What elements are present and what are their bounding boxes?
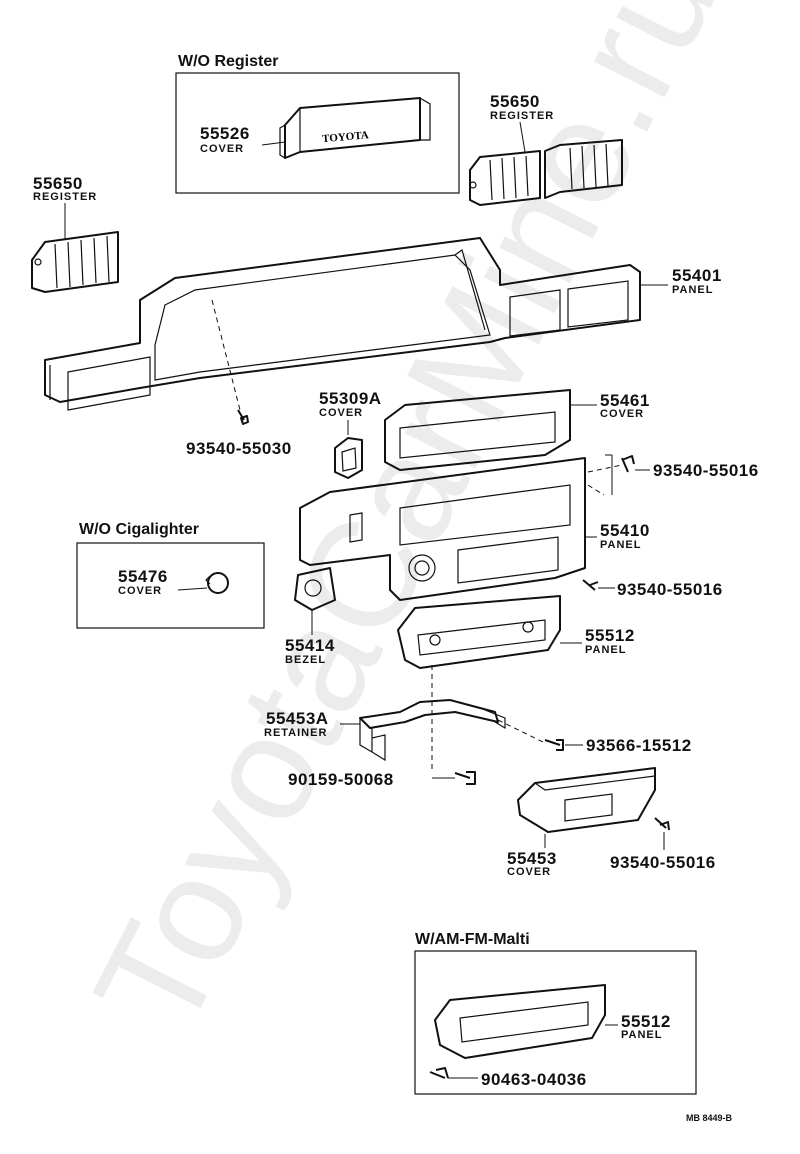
part-number: 90159-50068 [288,770,394,789]
part-name: PANEL [585,644,627,656]
part-55401-panel-shape [44,237,641,411]
part-name: COVER [507,866,552,878]
part-number: 55410 [600,521,650,540]
part-55309a-cover-shape [334,437,363,479]
part-name: REGISTER [33,191,98,203]
part-number: 90463-04036 [481,1070,587,1089]
leader-lines [64,121,668,1079]
part-number: 55650 [33,174,83,193]
wo-cigalighter-box [76,542,265,629]
part-number: 55461 [600,391,650,410]
part-number: 55650 [490,92,540,111]
part-55512-panel-multi-shape [434,984,606,1059]
part-number: 55401 [672,266,722,285]
part-number: 93540-55016 [617,580,723,599]
part-number: 93566-15512 [586,736,692,755]
w-am-fm-multi-box [414,950,697,1095]
group-title-w-am-fm-multi: W/AM-FM-Malti [415,931,530,948]
part-55453-cover-shape [517,767,656,833]
part-number: 55453 [507,849,557,868]
part-number: 93540-55030 [186,439,292,458]
part-55414-bezel-shape [294,567,336,611]
part-number: 93540-55016 [610,853,716,872]
part-number: 93540-55016 [653,461,759,480]
part-55453a-retainer-shape [359,699,506,762]
part-name: REGISTER [490,110,555,122]
part-number: 55414 [285,636,335,655]
part-55476-cover-shape [205,572,229,594]
part-number: 55309A [319,389,382,408]
part-name: RETAINER [264,727,328,739]
part-name: PANEL [621,1029,663,1041]
part-number: 55526 [200,124,250,143]
drawing-id: MB 8449-B [686,1113,733,1123]
part-55512-panel-shape [397,595,561,669]
part-55461-cover-shape [384,389,571,471]
part-number: 55476 [118,567,168,586]
screw-icons [237,409,670,1079]
part-name: PANEL [600,539,642,551]
part-name: BEZEL [285,654,327,666]
toyota-emboss: TOYOTA [322,129,370,145]
part-number: 55512 [621,1012,671,1031]
part-name: COVER [118,585,163,597]
part-55650-register-left-shape [31,231,119,293]
part-name: COVER [600,408,645,420]
dashed-assembly-lines [211,299,623,770]
part-name: COVER [319,407,364,419]
part-number: 55453A [266,709,329,728]
part-55650-register-right-shape [469,139,623,206]
part-55410-panel-shape [299,457,586,601]
part-name: COVER [200,143,245,155]
part-number: 55512 [585,626,635,645]
group-title-wo-register: W/O Register [178,53,279,70]
wo-register-box [175,72,460,194]
part-name: PANEL [672,284,714,296]
group-title-wo-cigalighter: W/O Cigalighter [79,521,199,538]
part-55526-cover-shape [279,97,431,160]
